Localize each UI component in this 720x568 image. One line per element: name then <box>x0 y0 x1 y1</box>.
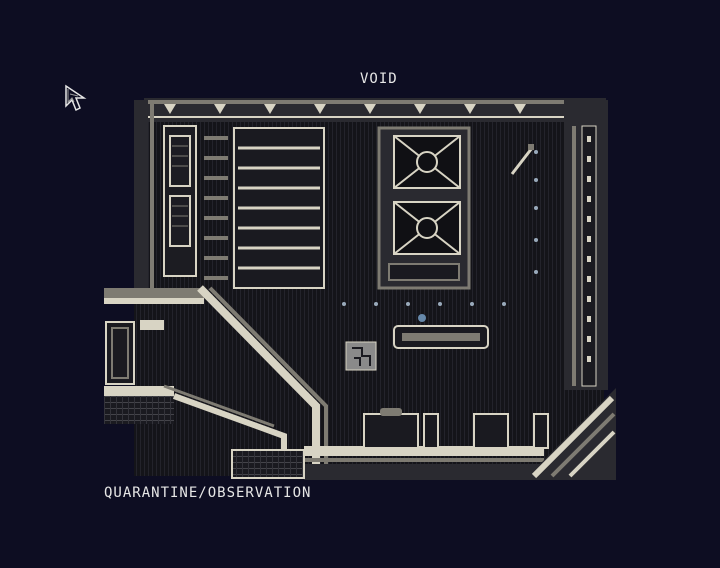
circuit-panel-icon <box>345 341 377 371</box>
room-name-top: VOID <box>360 71 398 87</box>
left-wall-upper <box>134 100 197 290</box>
game-viewport[interactable] <box>104 96 616 480</box>
pointer-arrow-icon <box>65 84 87 112</box>
operating-table <box>393 314 489 349</box>
bottom-wall <box>231 446 544 480</box>
room-map <box>104 98 616 480</box>
top-wall <box>144 98 606 122</box>
observation-console <box>377 126 471 290</box>
right-wall <box>564 100 608 390</box>
room-name-bottom: QUARANTINE/OBSERVATION <box>104 485 312 501</box>
lab-counters <box>363 408 549 449</box>
cryo-racks <box>204 127 325 289</box>
corner-hatch <box>524 388 616 480</box>
left-corridor <box>104 288 204 424</box>
floor-lights <box>342 150 538 306</box>
pickup-weapon-icon <box>510 144 534 175</box>
